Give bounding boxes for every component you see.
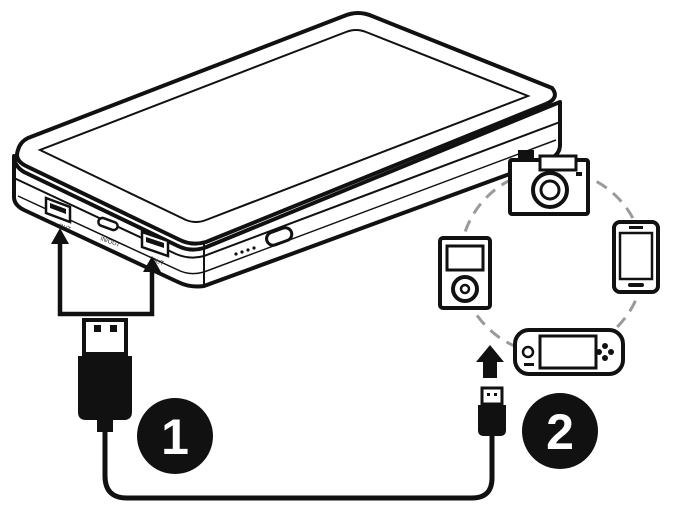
step-number-2: 2 [546,404,574,460]
step-badge-1: 1 [137,398,213,474]
usb-out-port-2: OUT [140,230,170,267]
port-label-out-2: OUT [150,257,164,267]
step-number-1: 1 [161,409,189,465]
port-label-out-1: OUT [57,223,71,233]
battery-level-leds [234,246,256,256]
mp3-player-icon [438,236,492,310]
smartphone-icon [612,220,660,294]
step-badge-2: 2 [522,393,598,469]
usb-cable [102,432,495,501]
handheld-game-console-icon [513,328,625,376]
usb-a-plug [78,318,132,432]
output-bracket-arrow [51,228,161,317]
micro-usb-plug [478,386,506,436]
upward-arrow [476,345,504,378]
power-bank: OUT IN/OUT OUT [12,11,562,289]
power-button [265,226,294,247]
usb-out-port-1: OUT [44,196,72,233]
camera-icon [508,150,590,216]
